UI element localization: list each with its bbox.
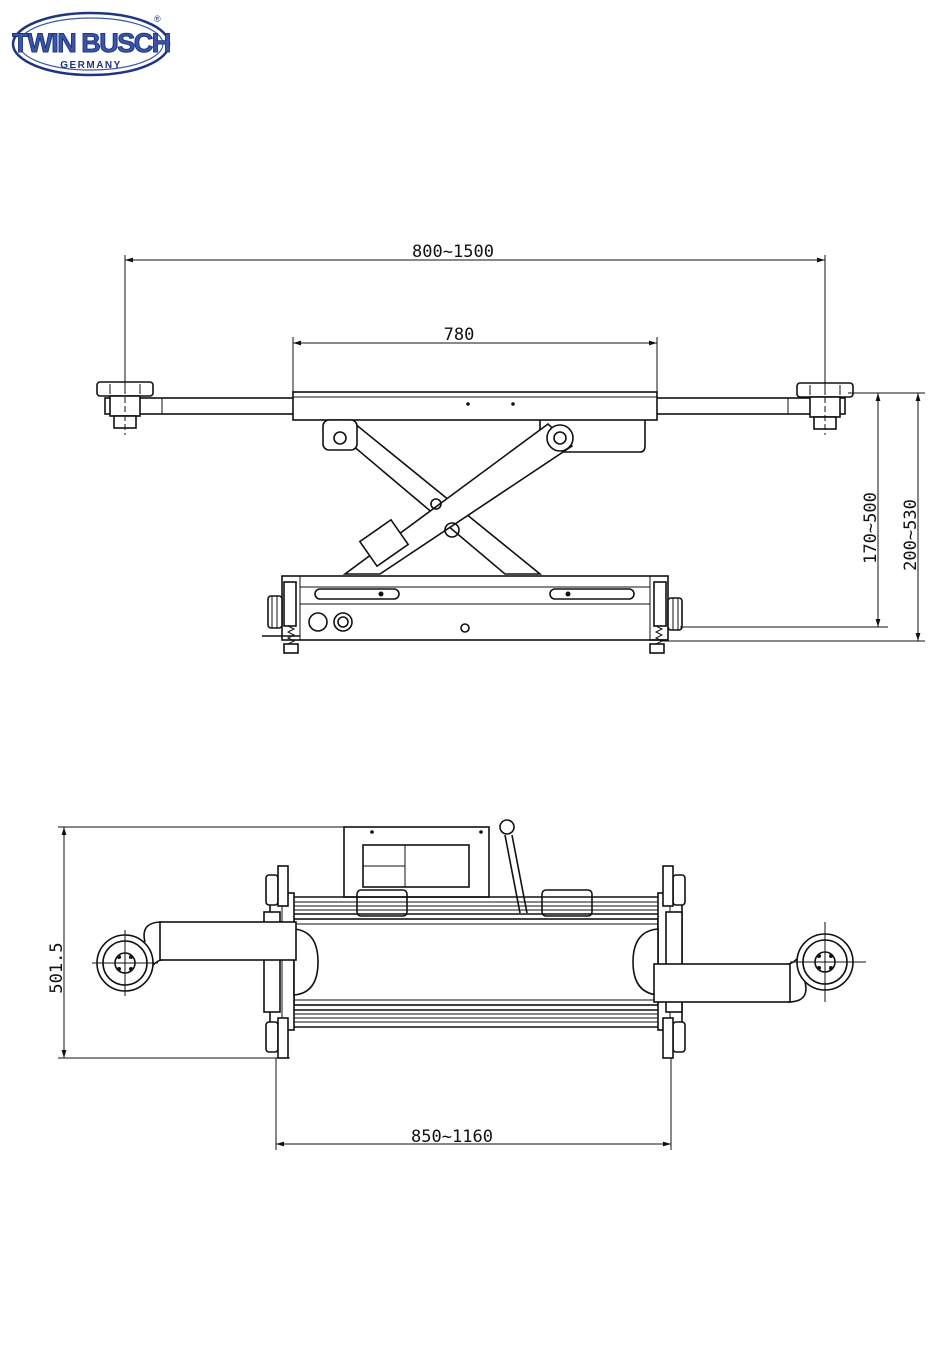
dim-arm-span: 800~1500: [125, 242, 825, 392]
dim-lift-height: 170~500 200~530: [662, 393, 925, 641]
pad-left-top: [92, 930, 158, 996]
dim-lift-height-inner-label: 170~500: [861, 492, 881, 564]
logo-country-text: GERMANY: [60, 60, 122, 71]
dim-lift-height-outer-label: 200~530: [901, 499, 921, 571]
dim-platform-length-label: 780: [444, 325, 475, 345]
logo-registered-mark: ®: [154, 14, 161, 24]
brand-logo: TWIN BUSCH GERMANY ®: [12, 13, 169, 75]
pad-right-top: [790, 922, 866, 1002]
dim-arm-span-label: 800~1500: [412, 242, 494, 262]
dim-base-width: 850~1160: [276, 1058, 671, 1150]
dim-platform-length: 780: [293, 325, 657, 392]
logo-brand-text: TWIN BUSCH: [12, 28, 169, 58]
top-view: 501.5 850~1160: [47, 820, 866, 1150]
dim-base-width-label: 850~1160: [411, 1127, 493, 1147]
side-view: 800~1500 780: [97, 242, 925, 653]
dim-depth-label: 501.5: [47, 942, 67, 993]
